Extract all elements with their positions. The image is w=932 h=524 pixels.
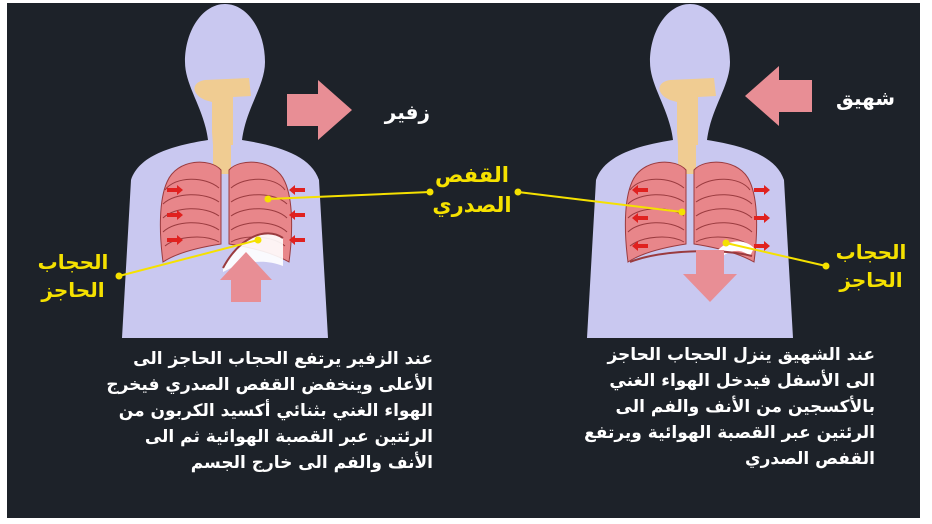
inhale-diaphragm-label-line-2: الحاجز	[826, 266, 916, 294]
inhale-description-line-5: القفص الصدري	[555, 446, 875, 472]
ribcage-label-line-1: القفص	[412, 160, 532, 190]
exhale-description-line-3: الهواء الغني بثنائي أكسيد الكربون من	[88, 398, 433, 424]
exhale-description-line-2: الأعلى وينخفض القفص الصدري فيخرج	[88, 372, 433, 398]
inhale-title: شهيق	[820, 86, 895, 110]
exhale-diaphragm-label-line-2: الحاجز	[28, 276, 118, 304]
inhale-diaphragm-label: الحجاب الحاجز	[826, 238, 916, 294]
exhale-diaphragm-label-line-1: الحجاب	[28, 248, 118, 276]
inhale-description-line-2: الى الأسفل فيدخل الهواء الغني	[555, 368, 875, 394]
exhale-air-out-arrow	[287, 80, 352, 140]
exhale-description-line-5: الأنف والفم الى خارج الجسم	[88, 450, 433, 476]
exhale-title: زفير	[360, 100, 430, 124]
exhale-description: عند الزفير يرتفع الحجاب الحاجز الى الأعل…	[88, 346, 433, 476]
exhale-description-line-4: الرئتين عبر القصبة الهوائية ثم الى	[88, 424, 433, 450]
exhale-description-line-1: عند الزفير يرتفع الحجاب الحاجز الى	[88, 346, 433, 372]
exhale-diaphragm-label: الحجاب الحاجز	[28, 248, 118, 304]
inhale-air-in-arrow	[745, 66, 812, 126]
ribcage-label: القفص الصدري	[412, 160, 532, 220]
inhale-diaphragm-label-line-1: الحجاب	[826, 238, 916, 266]
inhale-description-line-4: الرئتين عبر القصبة الهوائية ويرتفع	[555, 420, 875, 446]
ribcage-label-line-2: الصدري	[412, 190, 532, 220]
inhale-description-line-3: بالأكسجين من الأنف والفم الى	[555, 394, 875, 420]
inhale-description-line-1: عند الشهيق ينزل الحجاب الحاجز	[555, 342, 875, 368]
inhale-figure	[587, 4, 793, 338]
exhale-figure	[122, 4, 328, 338]
inhale-description: عند الشهيق ينزل الحجاب الحاجز الى الأسفل…	[555, 342, 875, 472]
